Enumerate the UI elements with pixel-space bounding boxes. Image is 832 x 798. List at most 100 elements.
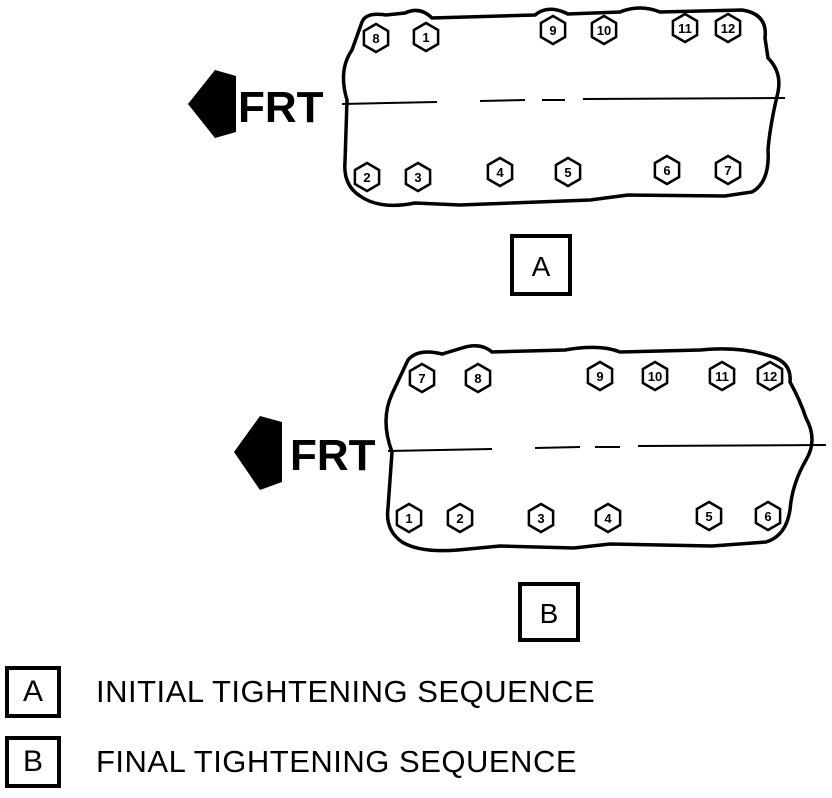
bolt: 2 [446, 502, 474, 534]
bottom-bolt-row-a: 2 3 4 5 6 7 [353, 154, 742, 193]
frt-label-b: FRT [290, 431, 376, 480]
bolt-sequence-number: 12 [763, 369, 777, 384]
bolt-head-icon [754, 500, 782, 532]
bolt: 5 [695, 500, 723, 532]
bolt: 10 [590, 14, 618, 46]
frt-label-a: FRT [238, 83, 324, 132]
bolt: 5 [554, 156, 582, 188]
bolt-sequence-number: 5 [705, 509, 712, 524]
bolt: 4 [594, 502, 622, 534]
bolt-sequence-number: 4 [496, 165, 504, 180]
sequence-box-a [510, 234, 572, 296]
centerline-a-dash1 [479, 99, 526, 102]
bolt-sequence-number: 10 [597, 23, 611, 38]
bolt: 9 [586, 360, 614, 392]
cylinder-head-outline-b [384, 344, 814, 553]
bolt-sequence-number: 4 [604, 511, 612, 526]
bolt-head-icon [708, 360, 736, 392]
top-bolt-row-b: 7 8 9 10 11 12 [408, 360, 784, 394]
bolt-head-icon [404, 161, 432, 193]
bolt: 11 [708, 360, 736, 392]
bolt-head-icon [586, 360, 614, 392]
bolt-head-icon [714, 12, 742, 44]
bolt: 6 [653, 154, 681, 186]
bolt-sequence-number: 8 [474, 371, 481, 386]
bolt-head-icon [362, 22, 390, 54]
bolt: 1 [412, 21, 440, 53]
cylinder-head-a: FRT 8 1 9 10 11 12 2 3 4 5 6 7 A [188, 6, 786, 296]
bolt-head-icon [641, 360, 669, 392]
centerline-a-left [341, 101, 438, 105]
bolt-head-icon [590, 14, 618, 46]
bolt-sequence-number: 11 [678, 21, 692, 36]
bolt-head-icon [756, 360, 784, 392]
bolt: 8 [464, 362, 492, 394]
bolt-sequence-number: 3 [537, 511, 544, 526]
bolt-sequence-number: 6 [764, 509, 771, 524]
bolt-sequence-number: 2 [363, 170, 370, 185]
bolt: 6 [754, 500, 782, 532]
bolt: 10 [641, 360, 669, 392]
bolt-sequence-number: 3 [414, 170, 421, 185]
bolt-head-icon [539, 14, 567, 46]
front-arrow-icon [234, 416, 282, 490]
bolt-head-icon [353, 161, 381, 193]
bolt-sequence-number: 9 [596, 369, 603, 384]
bolt-head-icon [671, 12, 699, 44]
sequence-box-b-label: B [540, 598, 559, 629]
legend-text-a: INITIAL TIGHTENING SEQUENCE [96, 674, 596, 709]
centerline-b-dash1 [534, 446, 581, 449]
legend-item-b: B FINAL TIGHTENING SEQUENCE [0, 736, 832, 796]
legend-key-a: A [5, 666, 61, 718]
bolt-sequence-number: 10 [648, 369, 662, 384]
bolt-sequence-number: 5 [564, 165, 571, 180]
centerline-b-right [637, 444, 827, 447]
cylinder-head-outline-a [341, 6, 781, 208]
bolt: 12 [756, 360, 784, 392]
bolt-head-icon [412, 21, 440, 53]
sequence-box-b [518, 582, 580, 642]
bolt: 12 [714, 12, 742, 44]
bolt-sequence-number: 7 [724, 163, 731, 178]
bolt: 3 [404, 161, 432, 193]
bolt-head-icon [464, 362, 492, 394]
bolt-head-icon [446, 502, 474, 534]
bolt-sequence-number: 2 [456, 511, 463, 526]
bolt-head-icon [408, 362, 436, 394]
sequence-box-a-label: A [532, 251, 551, 282]
bolt: 2 [353, 161, 381, 193]
bottom-bolt-row-b: 1 2 3 4 5 6 [395, 500, 782, 534]
bolt: 7 [408, 362, 436, 394]
legend-item-a: A INITIAL TIGHTENING SEQUENCE [0, 666, 832, 726]
bolt-sequence-number: 11 [715, 369, 729, 384]
bolt: 9 [539, 14, 567, 46]
centerline-a-right [582, 97, 786, 100]
bolt-head-icon [594, 502, 622, 534]
bolt-sequence-number: 8 [372, 31, 379, 46]
bolt: 4 [486, 156, 514, 188]
bolt-sequence-number: 7 [418, 371, 425, 386]
bolt-sequence-number: 1 [405, 511, 412, 526]
bolt: 3 [527, 502, 555, 534]
bolt: 1 [395, 502, 423, 534]
bolt-head-icon [653, 154, 681, 186]
top-bolt-row-a: 8 1 9 10 11 12 [362, 12, 742, 54]
bolt-sequence-number: 12 [721, 21, 735, 36]
bolt-head-icon [695, 500, 723, 532]
bolt-head-icon [714, 154, 742, 186]
bolt-sequence-number: 6 [663, 163, 670, 178]
bolt-head-icon [486, 156, 514, 188]
bolt-head-icon [395, 502, 423, 534]
legend-key-b: B [5, 736, 61, 788]
bolt: 7 [714, 154, 742, 186]
bolt-head-icon [527, 502, 555, 534]
front-arrow-icon [188, 70, 236, 138]
bolt-sequence-number: 1 [422, 30, 429, 45]
bolt-head-icon [554, 156, 582, 188]
legend-text-b: FINAL TIGHTENING SEQUENCE [96, 744, 578, 779]
bolt-sequence-number: 9 [549, 23, 556, 38]
bolt: 11 [671, 12, 699, 44]
centerline-b-left [387, 448, 493, 452]
